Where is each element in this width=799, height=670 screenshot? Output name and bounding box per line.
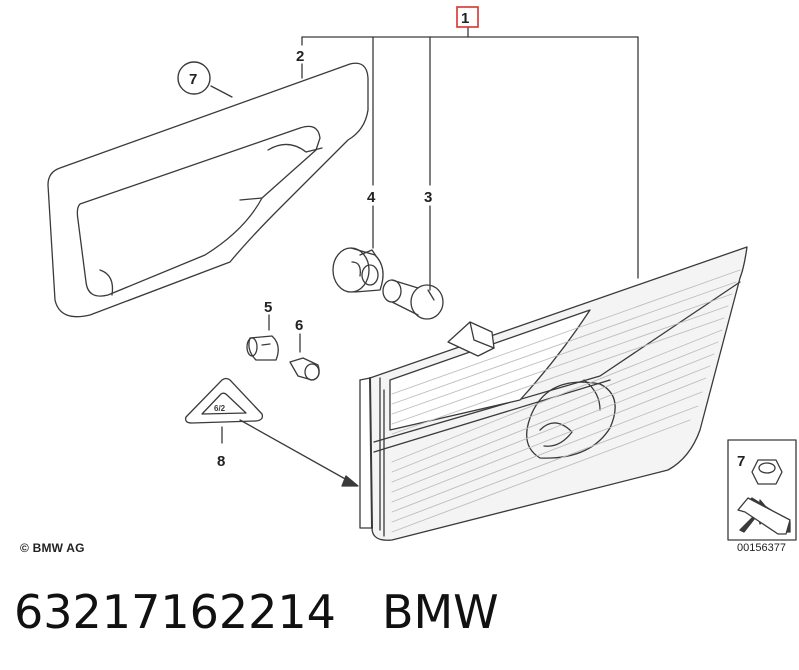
brand-name: BMW [381,585,499,639]
warning-label-part-8 [184,377,264,444]
bulb-socket-part-4 [332,247,384,293]
image-reference-number: 00156377 [737,542,786,554]
parts-diagram: 1 2 4 3 5 6 7 8 7 6/2 [47,6,797,541]
part-8-arrow [239,419,359,487]
callout-2: 2 [296,48,304,65]
nut-detail-box [727,439,797,541]
callout-7-nut: 7 [737,453,745,470]
callout-7: 7 [189,71,197,88]
callout-8: 8 [217,453,225,470]
callout-1: 1 [461,10,469,27]
tail-light-lens [359,246,748,541]
callout-7-circle [177,61,211,95]
copyright-text: © BMW AG [20,541,85,555]
small-bulb-part-5 [246,314,279,361]
warning-symbol-text: 6/2 [214,404,226,413]
bulb-part-3 [382,279,444,320]
callout-6: 6 [295,317,303,334]
callout-3: 3 [424,189,432,206]
lens-stripes [391,269,741,533]
callout-4: 4 [367,189,376,206]
part-number: 63217162214 [14,585,336,639]
gasket-part-2 [47,62,369,318]
callout-7-leader [210,85,233,98]
callout-5: 5 [264,299,272,316]
callout-1-box [456,6,479,28]
callout-1-leaders [301,26,639,291]
part-footer: 63217162214 BMW [14,585,499,639]
small-bulb-part-6 [289,333,320,381]
